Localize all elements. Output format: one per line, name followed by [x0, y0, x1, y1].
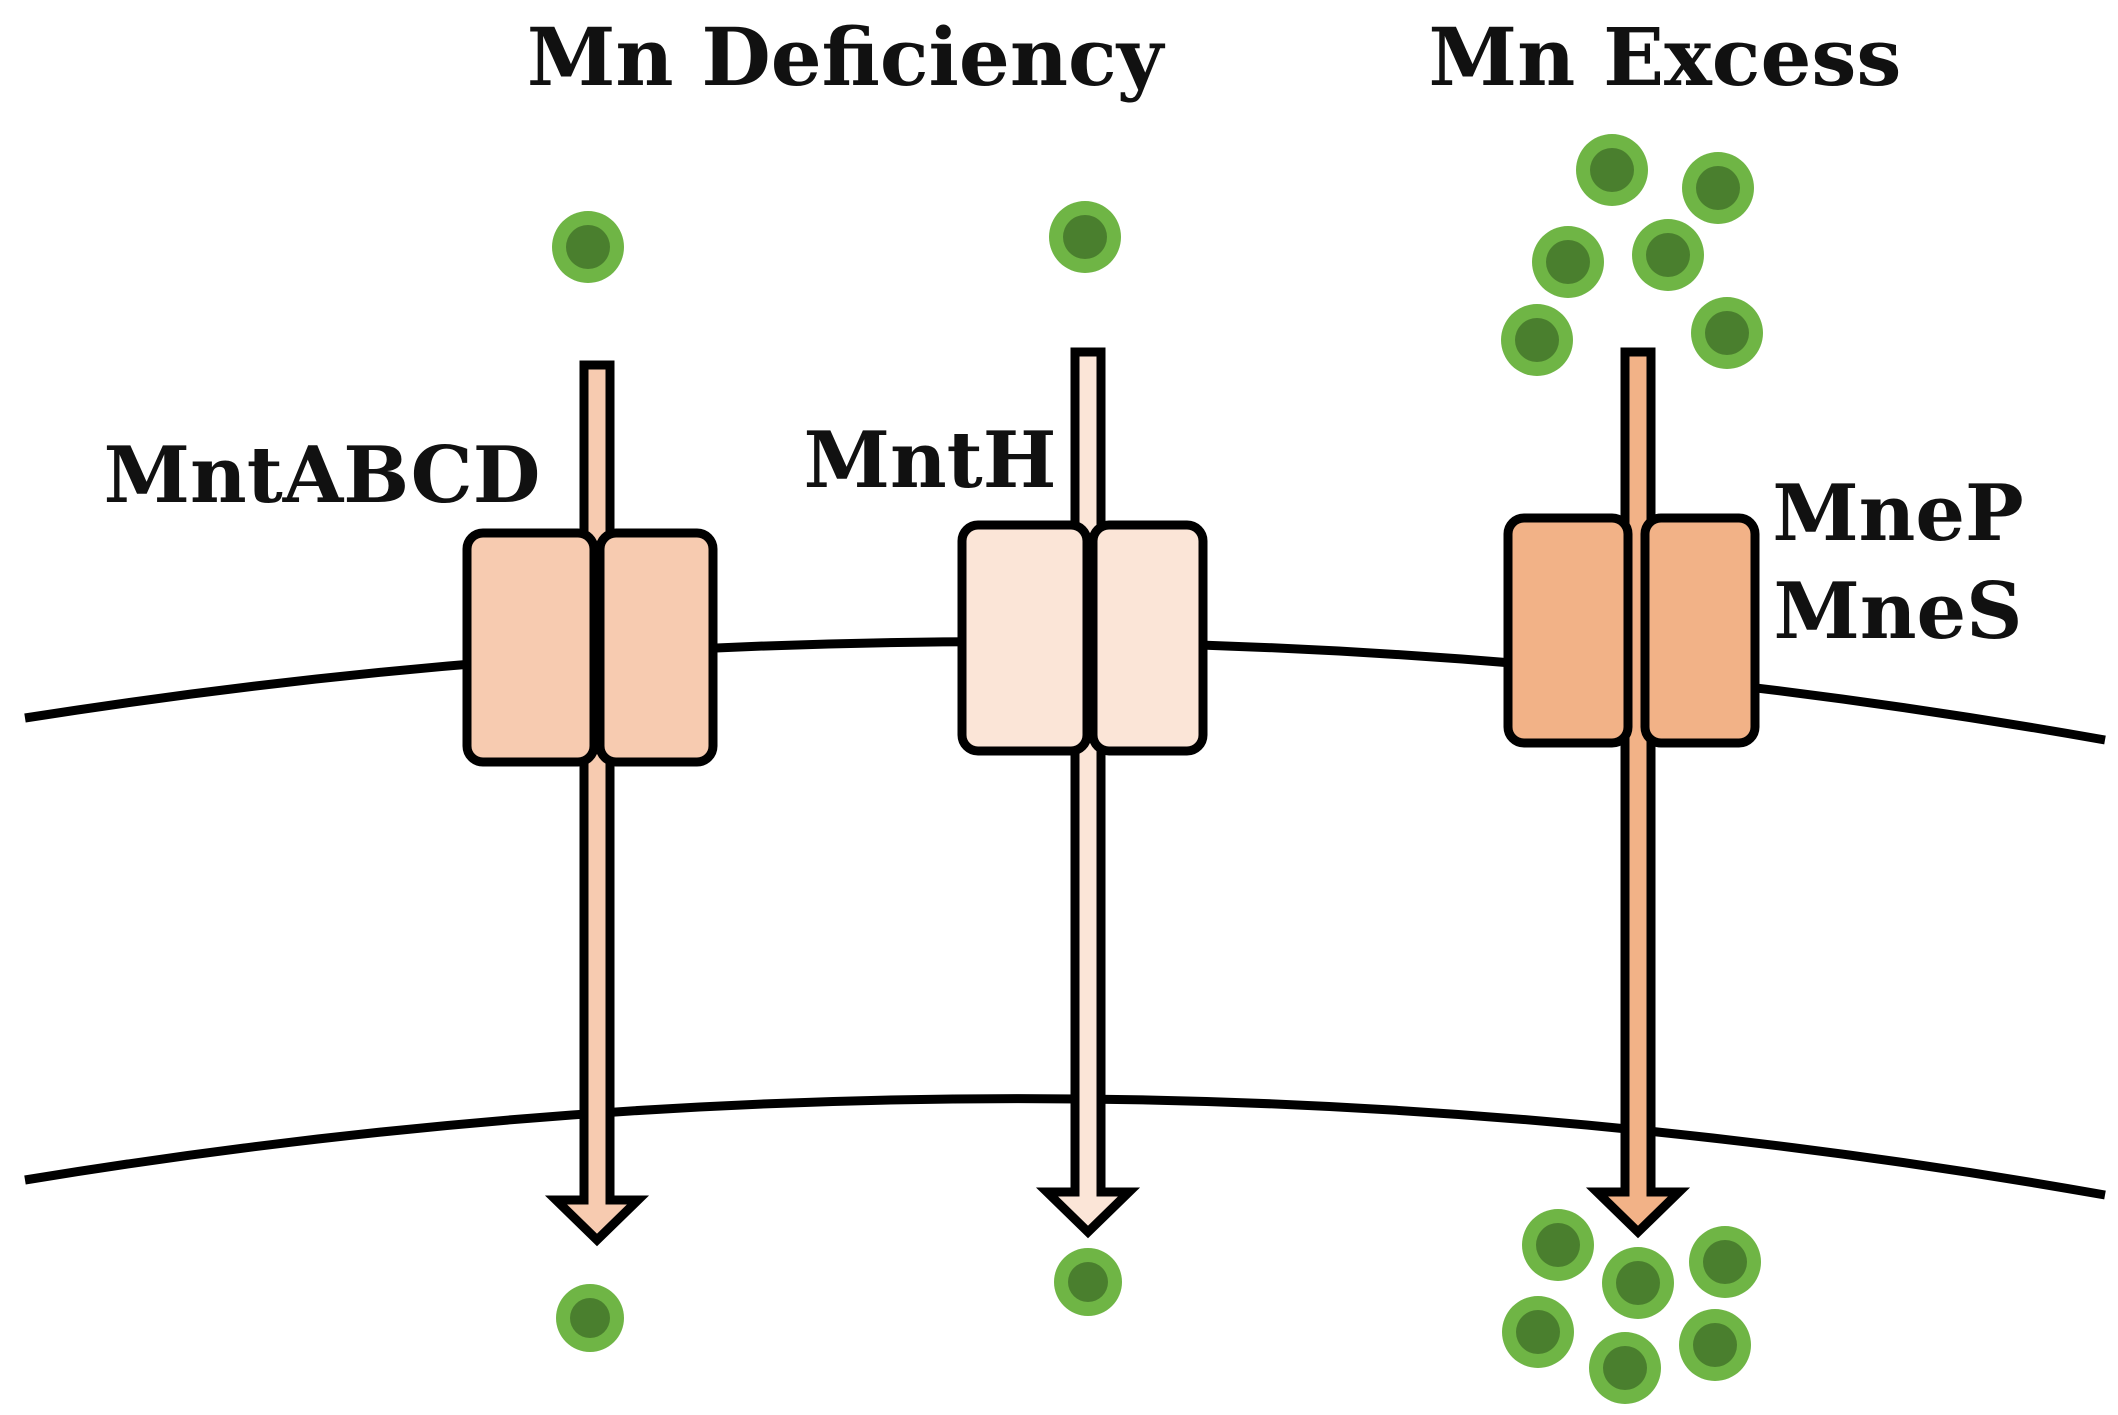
- green-circle-icon: [1522, 1209, 1594, 1281]
- label-mnep: MneP: [1772, 468, 2023, 559]
- transporter-mntabcd: [462, 528, 718, 767]
- arrow-mnep-mnes: [1585, 347, 1691, 1239]
- mn-ions-inside: [556, 1209, 1761, 1404]
- green-circle-icon: [1054, 1248, 1122, 1316]
- down-arrow-icon: [1585, 347, 1691, 1239]
- green-circle-icon: [556, 1284, 624, 1352]
- green-circle-icon: [1049, 201, 1121, 273]
- label-mntabcd: MntABCD: [104, 430, 541, 521]
- label-mnes: MneS: [1773, 566, 2022, 657]
- green-circle-icon: [1691, 297, 1763, 369]
- green-circle-icon: [1502, 1296, 1574, 1368]
- transporter-mnth: [957, 520, 1208, 756]
- green-circle-icon: [552, 211, 624, 283]
- down-arrow-icon: [544, 360, 650, 1247]
- arrow-mnth: [1035, 347, 1141, 1239]
- inner-membrane: [24, 1094, 2106, 1200]
- green-circle-icon: [1602, 1247, 1674, 1319]
- green-circle-icon: [1501, 304, 1573, 376]
- heading-mn-deficiency: Mn Deficiency: [527, 10, 1166, 104]
- green-circle-icon: [1532, 226, 1604, 298]
- heading-mn-excess: Mn Excess: [1429, 10, 1902, 104]
- mn-ions-outside: [552, 134, 1763, 376]
- label-mnth: MntH: [804, 415, 1057, 506]
- transporter-mnep-mnes: [1503, 513, 1760, 748]
- green-circle-icon: [1679, 1309, 1751, 1381]
- down-arrow-icon: [1035, 347, 1141, 1239]
- green-circle-icon: [1632, 219, 1704, 291]
- green-circle-icon: [1682, 152, 1754, 224]
- green-circle-icon: [1589, 1332, 1661, 1404]
- green-circle-icon: [1576, 134, 1648, 206]
- green-circle-icon: [1689, 1226, 1761, 1298]
- arrow-mntabcd: [544, 360, 650, 1247]
